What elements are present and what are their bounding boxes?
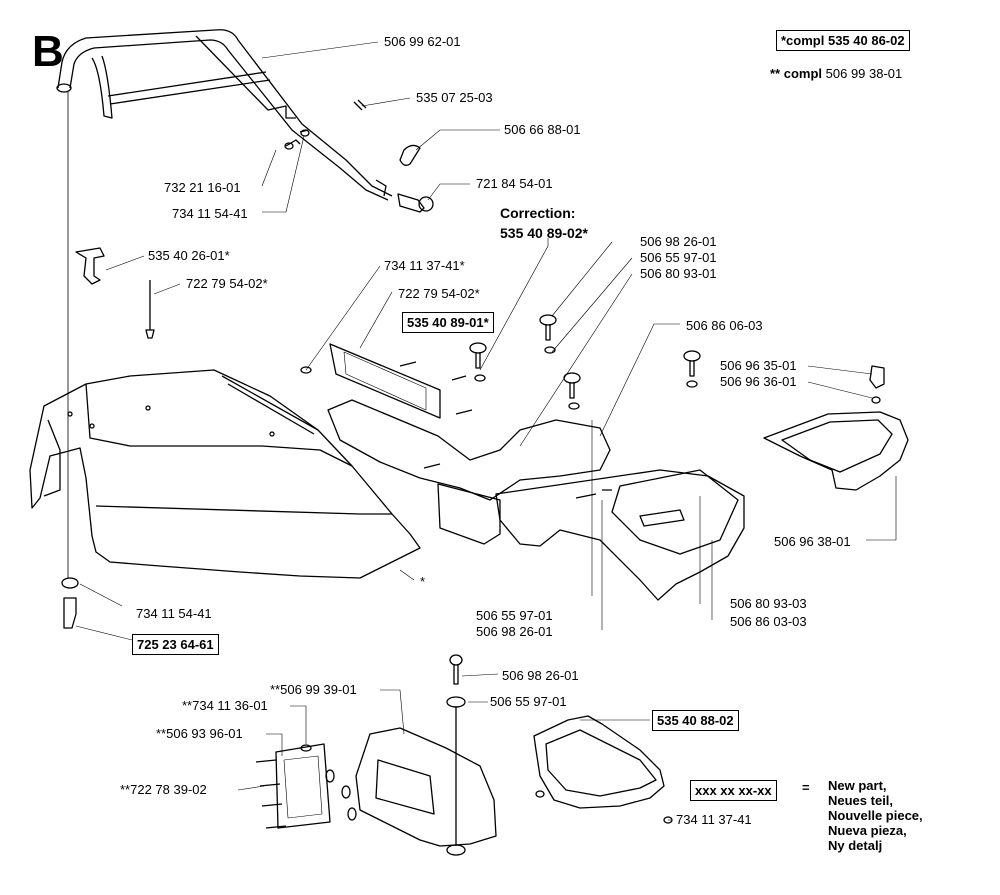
compl-double-star-label: ** compl 506 99 38-01	[770, 66, 902, 81]
label-506-86-06-03: 506 86 06-03	[686, 318, 763, 333]
label-star: *	[420, 574, 426, 589]
label-535-40-88-02: 535 40 88-02	[652, 710, 739, 731]
label-535-40-26-01: 535 40 26-01*	[148, 248, 230, 263]
legend-meaning: Nueva pieza,	[828, 823, 907, 838]
label-721-84-54-01: 721 84 54-01	[476, 176, 553, 191]
legend-equals: =	[802, 780, 810, 795]
label-725-23-64-61: 725 23 64-61	[132, 634, 219, 655]
label-535-40-89-01: 535 40 89-01*	[402, 312, 494, 333]
legend-meaning: Ny detalj	[828, 838, 883, 853]
label-734-11-54-41-top: 734 11 54-41	[172, 206, 248, 221]
label-506-98-26-01-mid: 506 98 26-01	[476, 624, 553, 639]
label-722-79-54-02-mid: 722 79 54-02*	[398, 286, 480, 301]
label-506-55-97-01-bottom: 506 55 97-01	[490, 694, 567, 709]
compl-double-star-prefix: ** compl	[770, 66, 823, 81]
label-734-11-54-41-bottom: 734 11 54-41	[136, 606, 212, 621]
label-506-55-97-01-mid: 506 55 97-01	[476, 608, 553, 623]
correction-number: 535 40 89-02*	[500, 225, 588, 241]
right-cover-drawing	[763, 411, 909, 491]
label-722-79-54-02-left: 722 79 54-02*	[186, 276, 268, 291]
label-506-80-93-03: 506 80 93-03	[730, 596, 807, 611]
main-cover-drawing	[29, 369, 421, 579]
handle-bar-drawing	[56, 29, 434, 213]
legend-placeholder: xxx xx xx-xx	[690, 780, 777, 801]
compl-star-label: *compl 535 40 86-02	[776, 30, 910, 51]
section-letter: B	[32, 27, 64, 76]
label-506-55-97-01-top: 506 55 97-01	[640, 250, 717, 265]
label-734-11-36-01: **734 11 36-01	[182, 698, 268, 713]
compl-double-star-number: 506 99 38-01	[825, 66, 903, 81]
label-732-21-16-01: 732 21 16-01	[164, 180, 241, 195]
label-506-99-62-01: 506 99 62-01	[384, 34, 461, 49]
label-734-11-37-41-top: 734 11 37-41*	[384, 258, 465, 273]
label-506-96-38-01: 506 96 38-01	[774, 534, 851, 549]
compl-star-number: 535 40 86-02	[827, 33, 905, 48]
legend-meaning: New part,	[828, 778, 887, 793]
legend-meanings: New part, Neues teil, Nouvelle piece, Nu…	[828, 778, 923, 853]
legend-meaning: Nouvelle piece,	[828, 808, 923, 823]
label-506-96-35-01: 506 96 35-01	[720, 358, 797, 373]
correction-heading: Correction:	[500, 205, 576, 221]
label-734-11-37-41-bottom: 734 11 37-41	[676, 812, 752, 827]
label-722-78-39-02: **722 78 39-02	[120, 782, 207, 797]
label-535-07-25-03: 535 07 25-03	[416, 90, 493, 105]
label-506-99-39-01: **506 99 39-01	[270, 682, 357, 697]
compl-star-prefix: *compl	[781, 33, 825, 48]
center-panel-drawing	[327, 343, 745, 601]
label-506-96-36-01: 506 96 36-01	[720, 374, 797, 389]
label-506-93-96-01: **506 93 96-01	[156, 726, 243, 741]
bottom-right-part-drawing	[533, 715, 673, 824]
label-506-80-93-01: 506 80 93-01	[640, 266, 717, 281]
label-506-98-26-01-bottom: 506 98 26-01	[502, 668, 579, 683]
label-506-98-26-01-top: 506 98 26-01	[640, 234, 717, 249]
bottom-left-assembly-drawing	[255, 654, 497, 856]
label-506-66-88-01: 506 66 88-01	[504, 122, 581, 137]
label-506-86-03-03: 506 86 03-03	[730, 614, 807, 629]
legend-meaning: Neues teil,	[828, 793, 894, 808]
